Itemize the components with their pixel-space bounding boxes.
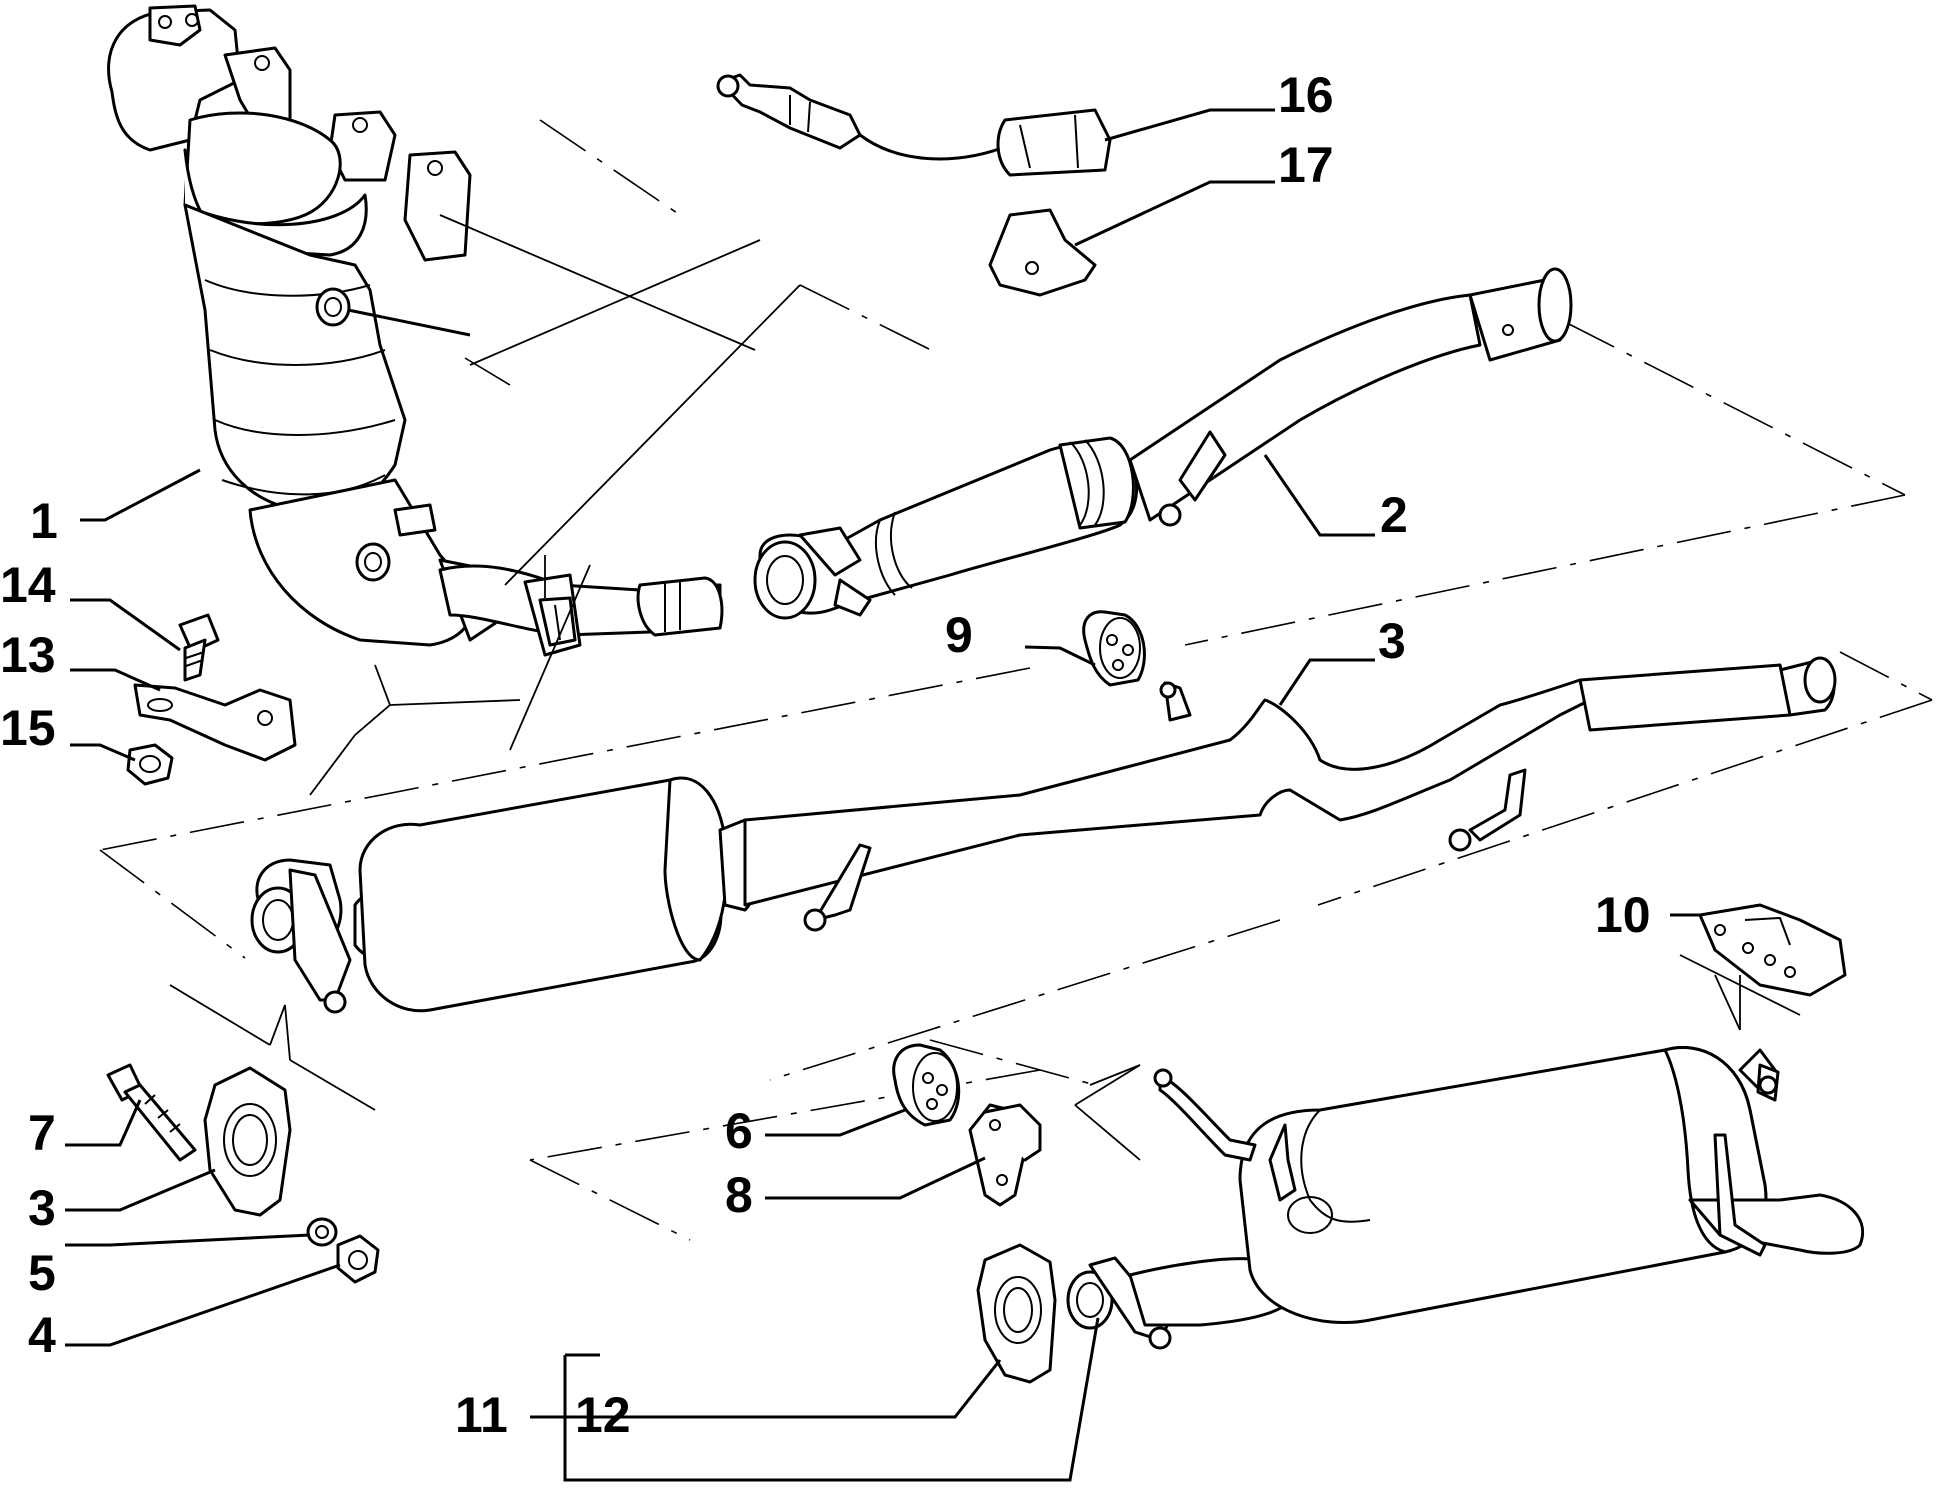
- catalytic-manifold-icon: [107, 4, 502, 647]
- flange-gasket-12-icon: [976, 1243, 1057, 1384]
- nut-4-icon: [336, 1234, 380, 1284]
- callout-10: 10: [1595, 887, 1651, 943]
- front-pipe-icon: [438, 555, 724, 657]
- callout-1: 1: [30, 493, 58, 549]
- callout-12: 12: [575, 1387, 631, 1443]
- bolt-7-icon: [106, 1063, 197, 1162]
- assembly-centerlines: [99, 119, 1933, 1241]
- hanger-8-icon: [968, 1103, 1042, 1207]
- callout-16: 16: [1278, 67, 1334, 123]
- rear-bracket-10-icon: [1698, 903, 1847, 997]
- callout-7: 7: [28, 1105, 56, 1161]
- flange-gasket-3-icon: [203, 1066, 292, 1217]
- rubber-mount-6-icon: [892, 1043, 961, 1127]
- washer-5-icon: [306, 1217, 338, 1247]
- rear-muffler-icon: [1066, 1046, 1865, 1350]
- callout-3-top: 3: [1378, 613, 1406, 669]
- lambda-sensor-icon: [716, 73, 1112, 297]
- callout-6: 6: [725, 1103, 753, 1159]
- middle-muffler-icon: [250, 656, 1837, 1014]
- nut-15-icon: [126, 743, 174, 786]
- bolt-14-icon: [178, 613, 220, 682]
- callout-labels: 1 2 3 9 10 14 13 15 16 17 7 3 5 4 6 8 11…: [0, 67, 1651, 1443]
- callout-2: 2: [1380, 487, 1408, 543]
- callout-14: 14: [0, 557, 56, 613]
- callout-11: 11: [455, 1387, 508, 1443]
- callout-3-bottom: 3: [28, 1180, 56, 1236]
- intermediate-pipe-icon: [753, 267, 1573, 620]
- callout-13: 13: [0, 627, 56, 683]
- callout-4: 4: [28, 1307, 56, 1363]
- bracket-13-icon: [133, 683, 297, 762]
- callout-9: 9: [945, 607, 973, 663]
- rubber-mount-9-icon: [1082, 610, 1146, 687]
- callout-leaders: [65, 108, 1700, 1482]
- reference-lines: [169, 214, 1801, 1161]
- callout-17: 17: [1278, 137, 1334, 193]
- callout-15: 15: [0, 700, 56, 756]
- callout-5: 5: [28, 1245, 56, 1301]
- callout-8: 8: [725, 1167, 753, 1223]
